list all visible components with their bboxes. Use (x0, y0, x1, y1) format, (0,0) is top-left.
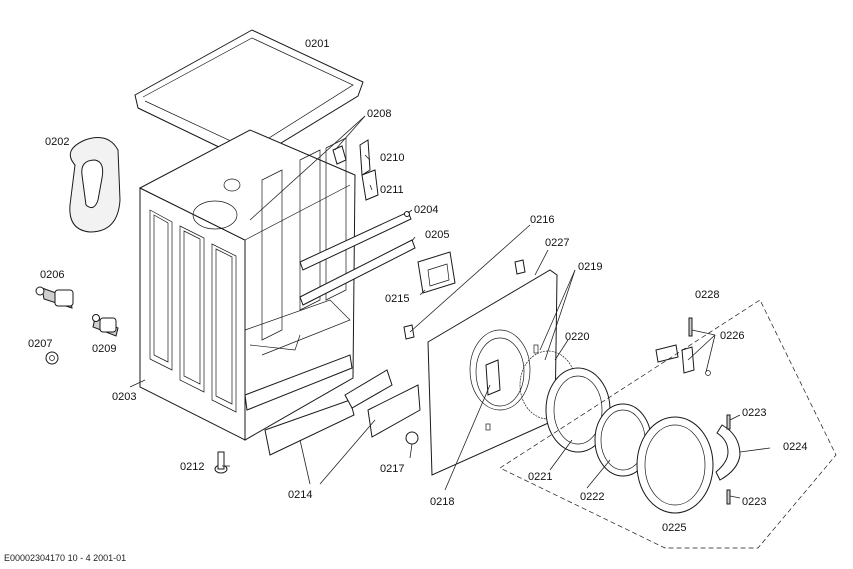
part-0204-rail (299, 211, 412, 271)
label-0212: 0212 (180, 461, 204, 473)
part-0207-foot (45, 351, 59, 365)
label-0207: 0207 (28, 338, 52, 350)
label-0228: 0228 (695, 289, 719, 301)
label-0208: 0208 (367, 108, 391, 120)
label-0215: 0215 (385, 293, 409, 305)
part-0210-bracket (332, 139, 371, 176)
label-0211: 0211 (380, 184, 404, 196)
part-0226-hinge (655, 317, 711, 376)
label-0221: 0221 (528, 471, 552, 483)
label-0205: 0205 (425, 229, 449, 241)
part-0223-pins (726, 414, 731, 505)
label-0218: 0218 (430, 496, 454, 508)
part-0215-door-lock (417, 251, 456, 294)
label-0214: 0214 (288, 489, 312, 501)
leader-lines (129, 115, 771, 499)
label-0223-bottom: 0223 (742, 496, 766, 508)
label-0219: 0219 (578, 261, 602, 273)
part-0217-cap (405, 431, 419, 445)
part-0218-front-panel (427, 269, 558, 476)
part-0205-rail (299, 239, 416, 306)
label-0217: 0217 (380, 463, 404, 475)
part-0206-shock-absorber (35, 286, 74, 309)
part-0212-foot-screw (214, 451, 228, 474)
label-0216: 0216 (530, 214, 554, 226)
part-0225-outer-ring (636, 416, 714, 514)
label-0226: 0226 (720, 330, 744, 342)
label-0203: 0203 (112, 391, 136, 403)
part-0224-handle (715, 424, 741, 481)
label-0210: 0210 (380, 152, 404, 164)
label-0227: 0227 (545, 237, 569, 249)
part-0202-rear-cover (69, 137, 121, 233)
part-0216-clip (403, 259, 526, 340)
label-0222: 0222 (580, 491, 604, 503)
footer-code: E00002304170 10 - 4 2001-01 (4, 553, 126, 563)
label-0201: 0201 (305, 38, 329, 50)
label-0209: 0209 (92, 343, 116, 355)
part-0214-base-panel (264, 369, 393, 456)
part-0203-cabinet (138, 129, 356, 441)
label-0224: 0224 (783, 441, 807, 453)
part-0214-service-flap (367, 384, 421, 438)
label-0202: 0202 (45, 136, 69, 148)
part-labels: 0201 0202 0203 0204 0205 0206 0207 0208 … (28, 38, 807, 534)
part-0209-shock-absorber (92, 314, 119, 337)
label-0220: 0220 (565, 331, 589, 343)
label-0223-top: 0223 (742, 407, 766, 419)
label-0225: 0225 (662, 522, 686, 534)
label-0206: 0206 (40, 269, 64, 281)
label-0204: 0204 (414, 204, 438, 216)
